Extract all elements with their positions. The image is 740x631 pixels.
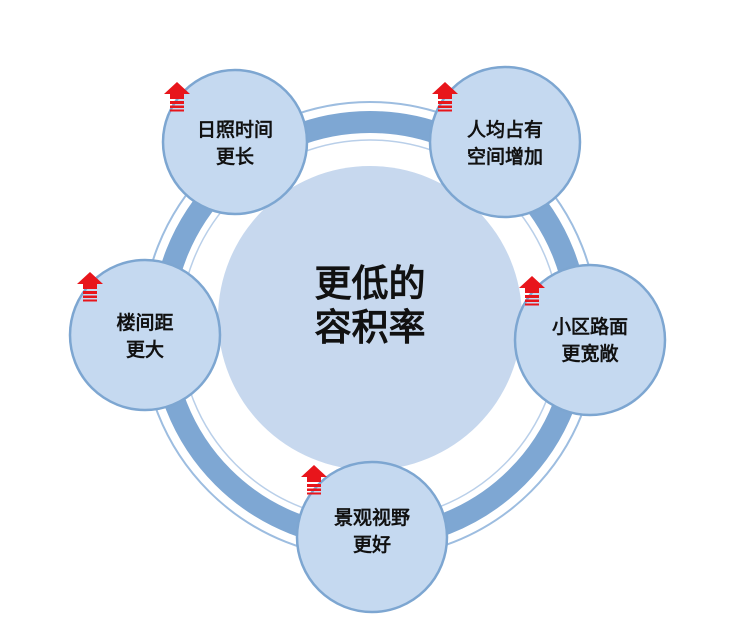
node-label-line1: 小区路面 <box>551 316 628 338</box>
center-title-line2: 容积率 <box>314 306 426 349</box>
red-up-arrow-icon <box>301 465 327 495</box>
node-label-line1: 景观视野 <box>333 507 410 529</box>
node-label-road: 小区路面 更宽敞 <box>530 314 650 368</box>
center-circle <box>218 166 522 470</box>
node-label-line1: 日照时间 <box>196 119 273 141</box>
node-label-sunlight: 日照时间 更长 <box>175 117 295 171</box>
node-label-line2: 更好 <box>352 534 391 556</box>
node-label-line1: 楼间距 <box>116 312 174 334</box>
red-up-arrow-icon <box>519 276 545 306</box>
node-circle-sunlight <box>161 68 309 216</box>
center-title: 更低的 容积率 <box>235 262 505 350</box>
node-label-space: 人均占有 空间增加 <box>445 117 565 171</box>
node-label-view: 景观视野 更好 <box>312 505 432 559</box>
node-circle-road <box>513 263 667 417</box>
red-up-arrow-icon <box>164 82 190 112</box>
node-circle-view <box>295 460 449 614</box>
node-label-line2: 更长 <box>215 146 254 168</box>
node-circle-spacing <box>68 258 222 412</box>
red-up-arrow-icon <box>77 272 103 302</box>
node-label-line2: 空间增加 <box>466 146 543 168</box>
node-label-spacing: 楼间距 更大 <box>85 310 205 364</box>
red-up-arrow-icon <box>432 82 458 112</box>
node-label-line1: 人均占有 <box>466 119 543 141</box>
center-title-line1: 更低的 <box>314 262 426 305</box>
node-label-line2: 更宽敞 <box>561 343 619 365</box>
node-label-line2: 更大 <box>125 339 164 361</box>
node-circle-space <box>428 65 582 219</box>
